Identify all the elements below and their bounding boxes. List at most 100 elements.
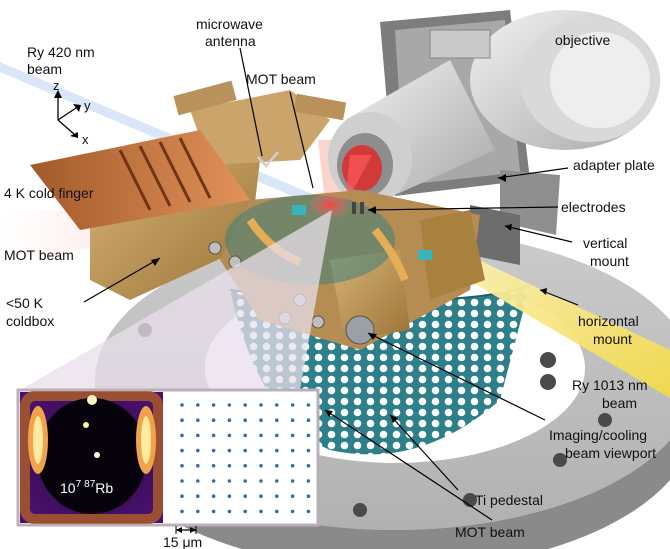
tweezer-site bbox=[275, 418, 279, 423]
tweezer-site bbox=[196, 448, 200, 453]
tweezer-site bbox=[180, 433, 184, 438]
tweezer-site bbox=[243, 448, 247, 453]
tweezer-array bbox=[166, 392, 316, 523]
tweezer-site bbox=[259, 448, 263, 453]
tweezer-site bbox=[259, 494, 263, 499]
tweezer-site bbox=[196, 403, 200, 407]
coldbox-label-line1: <50 K bbox=[6, 295, 44, 311]
tweezer-site bbox=[290, 479, 295, 483]
tweezer-site bbox=[227, 479, 232, 483]
tweezer-site bbox=[211, 479, 216, 483]
ry420-label-line1: Ry 420 nm bbox=[27, 44, 95, 60]
objective-assembly bbox=[328, 10, 660, 265]
electrodes bbox=[352, 202, 364, 214]
tweezer-site bbox=[259, 418, 263, 423]
tweezer-site bbox=[290, 433, 295, 438]
tweezer-site bbox=[211, 509, 216, 514]
vertical-mount-label-line1: vertical bbox=[583, 235, 627, 251]
tweezer-site bbox=[211, 433, 216, 438]
axis-y-label: y bbox=[84, 98, 91, 113]
tweezer-site bbox=[243, 418, 247, 423]
axis-x-label: x bbox=[82, 132, 89, 147]
tweezer-site bbox=[211, 448, 216, 453]
imaging-label-line1: Imaging/cooling bbox=[549, 427, 647, 443]
tweezer-site bbox=[211, 464, 216, 468]
tweezer-site bbox=[227, 509, 232, 514]
horizontal-mount-label-line2: mount bbox=[593, 331, 632, 347]
scale-bar-label: 15 μm bbox=[163, 534, 202, 549]
tweezer-site bbox=[306, 403, 311, 407]
tweezer-site bbox=[306, 433, 311, 438]
tweezer-site bbox=[196, 494, 200, 499]
vertical-mount-label-line2: mount bbox=[590, 253, 629, 269]
tweezer-site bbox=[243, 494, 247, 499]
ry1013-label-line2: beam bbox=[602, 395, 637, 411]
tweezer-site bbox=[180, 479, 184, 483]
tweezer-site bbox=[211, 418, 216, 423]
tweezer-site bbox=[259, 479, 263, 483]
tweezer-site bbox=[259, 509, 263, 514]
tweezer-site bbox=[196, 433, 200, 438]
tweezer-site bbox=[275, 494, 279, 499]
objective-label: objective bbox=[555, 32, 610, 48]
tweezer-site bbox=[227, 418, 232, 423]
tweezer-site bbox=[211, 494, 216, 499]
coordinate-axes: z y x bbox=[53, 78, 91, 147]
microwave-antenna bbox=[257, 151, 279, 168]
tweezer-site bbox=[275, 464, 279, 468]
ry420-label-line2: beam bbox=[27, 61, 62, 77]
tweezer-site bbox=[243, 403, 247, 407]
leader-lines bbox=[83, 47, 579, 521]
tweezer-site bbox=[180, 418, 184, 423]
microwave-label-line2: antenna bbox=[205, 33, 256, 49]
tweezer-site bbox=[275, 433, 279, 438]
tweezer-site bbox=[227, 464, 232, 468]
tweezer-site bbox=[196, 479, 200, 483]
tweezer-site bbox=[290, 494, 295, 499]
tweezer-site bbox=[306, 418, 311, 423]
tweezer-site bbox=[227, 448, 232, 453]
axis-z-label: z bbox=[53, 78, 60, 93]
array-dots bbox=[180, 403, 311, 514]
tweezer-site bbox=[196, 418, 200, 423]
tweezer-site bbox=[259, 464, 263, 468]
tweezer-site bbox=[196, 509, 200, 514]
tweezer-site bbox=[290, 464, 295, 468]
tweezer-site bbox=[306, 509, 311, 514]
cold-finger-label: 4 K cold finger bbox=[4, 185, 94, 201]
mot-beam-top-label: MOT beam bbox=[246, 71, 316, 87]
tweezer-site bbox=[306, 494, 311, 499]
tweezer-site bbox=[306, 479, 311, 483]
mot-cloud-glow bbox=[308, 191, 352, 219]
mot-beam-left-label: MOT beam bbox=[4, 247, 74, 263]
tweezer-site bbox=[259, 433, 263, 438]
microwave-label-line1: microwave bbox=[196, 16, 263, 32]
mot-beam-bottom-label: MOT beam bbox=[455, 524, 525, 540]
electrodes-label: electrodes bbox=[561, 199, 626, 215]
scale-bar: 15 μm bbox=[163, 526, 202, 549]
ry1013-label-line1: Ry 1013 nm bbox=[572, 377, 647, 393]
tweezer-site bbox=[306, 448, 311, 453]
labels: Ry 420 nm beam microwave antenna MOT bea… bbox=[4, 16, 656, 540]
tweezer-site bbox=[180, 448, 184, 453]
tweezer-site bbox=[243, 433, 247, 438]
tweezer-site bbox=[306, 464, 311, 468]
horizontal-mount-label-line1: horizontal bbox=[578, 313, 639, 329]
ti-pedestal-label: Ti pedestal bbox=[475, 492, 543, 508]
tweezer-site bbox=[275, 448, 279, 453]
tweezer-site bbox=[290, 448, 295, 453]
tweezer-site bbox=[180, 494, 184, 499]
cold-finger bbox=[30, 130, 250, 230]
tweezer-site bbox=[290, 403, 295, 407]
imaging-label-line2: beam viewport bbox=[565, 445, 656, 461]
zoom-wedge bbox=[20, 210, 332, 390]
tweezer-site bbox=[227, 433, 232, 438]
tweezer-site bbox=[180, 509, 184, 514]
tweezer-site bbox=[211, 403, 216, 407]
tweezer-site bbox=[275, 479, 279, 483]
tweezer-site bbox=[243, 509, 247, 514]
tweezer-site bbox=[196, 464, 200, 468]
